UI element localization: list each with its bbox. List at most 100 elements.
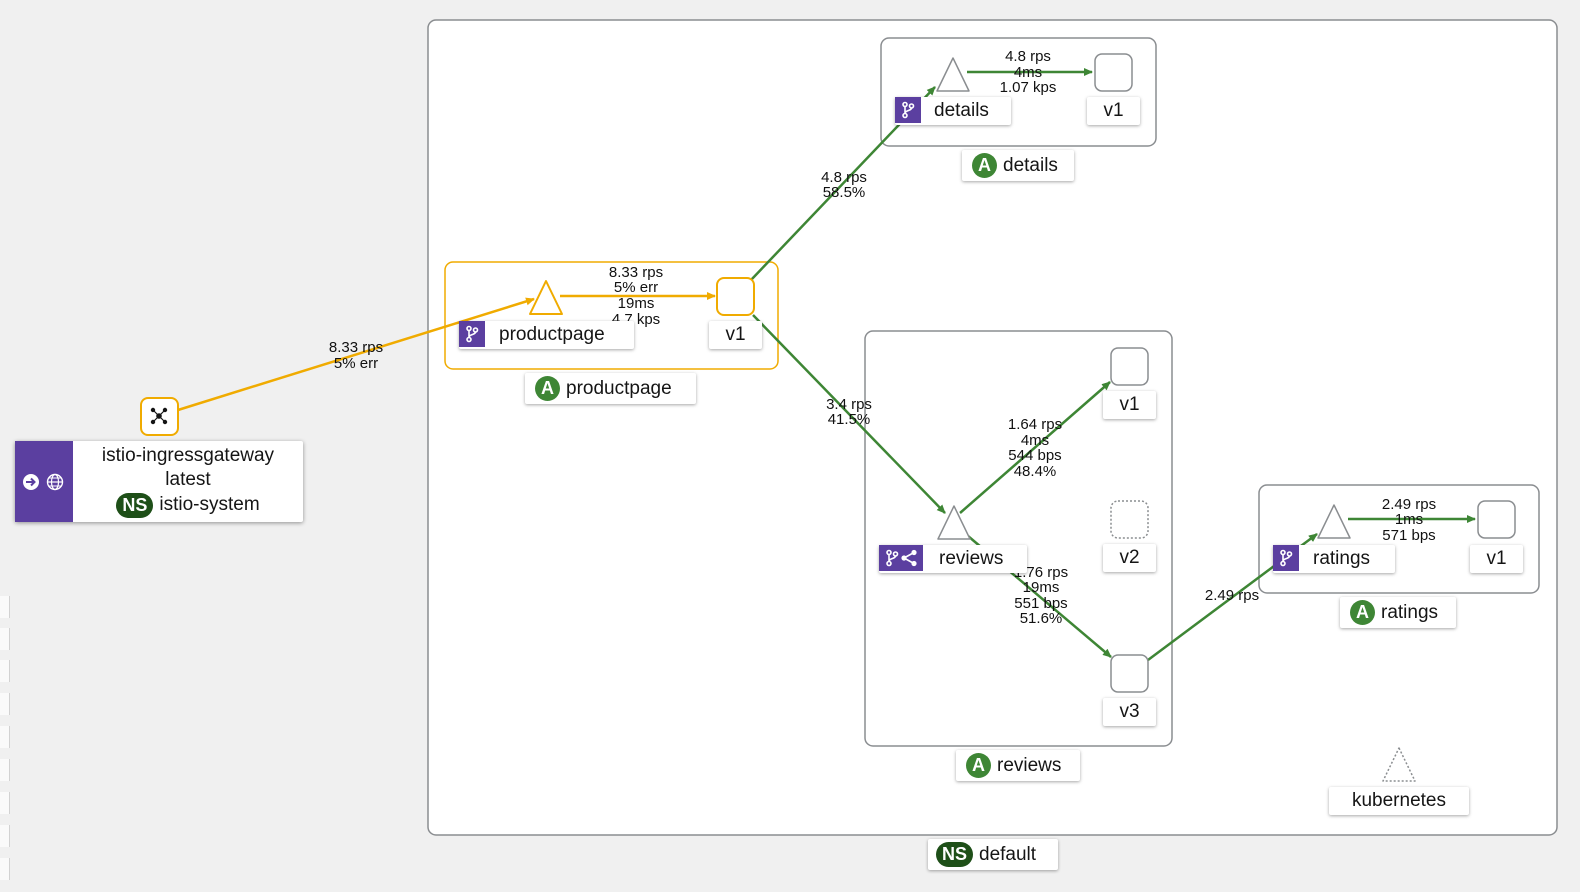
svg-text:551 bps: 551 bps xyxy=(1014,595,1067,612)
edge-productpage-reviews[interactable] xyxy=(752,314,946,514)
workload-node-details-v1[interactable] xyxy=(1094,53,1133,92)
svg-text:2.49 rps: 2.49 rps xyxy=(1382,496,1436,513)
workload-label-reviews-v3[interactable]: v3 xyxy=(1103,698,1156,726)
toolbar-button[interactable] xyxy=(0,792,10,814)
edge-label-ratings-svc-v1: 2.49 rps 1ms 571 bps xyxy=(1382,496,1436,544)
workload-node-reviews-v1[interactable] xyxy=(1110,347,1149,386)
namespace-label-default[interactable]: NS default xyxy=(928,839,1058,870)
workload-label-ratings-v1[interactable]: v1 xyxy=(1470,545,1523,573)
svg-text:58.5%: 58.5% xyxy=(823,184,866,201)
toolbar-button[interactable] xyxy=(0,759,10,781)
svg-text:1.76 rps: 1.76 rps xyxy=(1014,564,1068,581)
workload-node-ratings-v1[interactable] xyxy=(1477,500,1516,539)
edge-label-reviews-v3-ratings: 2.49 rps xyxy=(1205,587,1259,604)
virtual-service-icon xyxy=(895,97,921,123)
svg-text:4.8 rps: 4.8 rps xyxy=(821,169,867,186)
svg-text:4ms: 4ms xyxy=(1021,432,1049,449)
service-name: reviews xyxy=(939,548,1004,569)
workload-version: v3 xyxy=(1119,701,1140,722)
namespace-badge: NS xyxy=(116,492,154,518)
svg-text:3.4 rps: 3.4 rps xyxy=(826,396,872,413)
app-name: productpage xyxy=(566,377,672,399)
globe-icon xyxy=(46,473,64,490)
service-label-details[interactable]: details xyxy=(895,97,1011,125)
toolbar-button[interactable] xyxy=(0,858,10,880)
svg-text:1.64 rps: 1.64 rps xyxy=(1008,416,1062,433)
service-name: productpage xyxy=(499,324,605,345)
app-label-productpage[interactable]: A productpage xyxy=(525,373,696,404)
toolbar-button[interactable] xyxy=(0,825,10,847)
svg-text:19ms: 19ms xyxy=(618,295,655,312)
edge-reviews-v1[interactable] xyxy=(959,381,1111,514)
gateway-label[interactable]: istio-ingressgateway latest NS istio-sys… xyxy=(15,441,303,522)
service-name: details xyxy=(934,100,989,121)
service-label-ratings[interactable]: ratings xyxy=(1273,545,1395,573)
app-label-reviews[interactable]: A reviews xyxy=(956,750,1080,781)
svg-text:4.8 rps: 4.8 rps xyxy=(1005,48,1051,65)
service-label-productpage[interactable]: productpage xyxy=(459,321,634,349)
service-label-reviews[interactable]: reviews xyxy=(879,545,1027,573)
service-node-productpage[interactable] xyxy=(529,280,563,315)
virtual-service-icon xyxy=(459,321,485,347)
edge-gateway-productpage[interactable] xyxy=(177,297,535,412)
svg-text:1.07 kps: 1.07 kps xyxy=(1000,79,1057,96)
app-label-ratings[interactable]: A ratings xyxy=(1340,597,1456,628)
svg-text:5% err: 5% err xyxy=(614,279,658,296)
svg-text:51.6%: 51.6% xyxy=(1020,610,1063,627)
workload-label-productpage-v1[interactable]: v1 xyxy=(709,321,762,349)
svg-text:4ms: 4ms xyxy=(1014,64,1042,81)
toolbar-button[interactable] xyxy=(0,693,10,715)
workload-version: v1 xyxy=(1103,100,1124,121)
service-node-details[interactable] xyxy=(936,57,970,92)
app-badge: A xyxy=(1350,600,1375,625)
edge-label-productpage-reviews: 3.4 rps 41.5% xyxy=(826,396,872,428)
edge-label-details-svc-v1: 4.8 rps 4ms 1.07 kps xyxy=(1000,48,1057,96)
workload-version: v2 xyxy=(1119,547,1140,568)
gateway-namespace: istio-system xyxy=(159,494,260,515)
gateway-hub-icon xyxy=(150,407,168,425)
workload-version: v1 xyxy=(1119,394,1140,415)
namespace-badge: NS xyxy=(936,842,974,867)
workload-label-reviews-v1[interactable]: v1 xyxy=(1103,391,1156,419)
service-node-kubernetes[interactable] xyxy=(1382,747,1416,782)
workload-node-productpage-v1[interactable] xyxy=(716,277,755,316)
workload-node-reviews-v2[interactable] xyxy=(1110,500,1149,539)
namespace-name: default xyxy=(979,843,1037,865)
arrow-right-circle-icon xyxy=(23,473,39,490)
virtual-service-icon xyxy=(1273,545,1299,571)
svg-text:41.5%: 41.5% xyxy=(828,411,871,428)
app-name: details xyxy=(1003,154,1058,176)
workload-version: v1 xyxy=(1486,548,1507,569)
svg-text:48.4%: 48.4% xyxy=(1014,463,1057,480)
svg-text:571 bps: 571 bps xyxy=(1382,527,1435,544)
app-name: ratings xyxy=(1381,601,1439,623)
svg-text:544 bps: 544 bps xyxy=(1008,447,1061,464)
app-name: reviews xyxy=(997,754,1062,776)
app-label-details[interactable]: A details xyxy=(962,150,1074,181)
svg-text:8.33 rps: 8.33 rps xyxy=(329,339,383,356)
toolbar-button[interactable] xyxy=(0,628,10,650)
edge-label-reviews-v1: 1.64 rps 4ms 544 bps 48.4% xyxy=(1008,416,1062,480)
svg-text:1ms: 1ms xyxy=(1395,511,1423,528)
service-node-ratings[interactable] xyxy=(1317,504,1351,539)
toolbar-button[interactable] xyxy=(0,596,10,618)
service-name: kubernetes xyxy=(1351,790,1446,811)
edge-label-reviews-v3: 1.76 rps 19ms 551 bps 51.6% xyxy=(1014,564,1068,627)
svg-text:19ms: 19ms xyxy=(1023,579,1060,596)
share-icon xyxy=(901,549,917,567)
gateway-name: istio-ingressgateway xyxy=(101,445,275,466)
toolbar-button[interactable] xyxy=(0,726,10,748)
workload-version: v1 xyxy=(725,324,746,345)
toolbar-button[interactable] xyxy=(0,660,10,682)
app-badge: A xyxy=(966,753,991,778)
gateway-version: latest xyxy=(165,469,211,490)
app-badge: A xyxy=(972,153,997,178)
gateway-icons xyxy=(15,441,73,522)
service-node-reviews[interactable] xyxy=(937,505,971,540)
svg-text:8.33 rps: 8.33 rps xyxy=(609,264,663,281)
service-label-kubernetes[interactable]: kubernetes xyxy=(1329,787,1469,815)
workload-label-details-v1[interactable]: v1 xyxy=(1087,97,1140,125)
workload-node-reviews-v3[interactable] xyxy=(1110,654,1149,693)
workload-label-reviews-v2[interactable]: v2 xyxy=(1103,544,1156,572)
virtual-service-icons xyxy=(879,545,923,571)
